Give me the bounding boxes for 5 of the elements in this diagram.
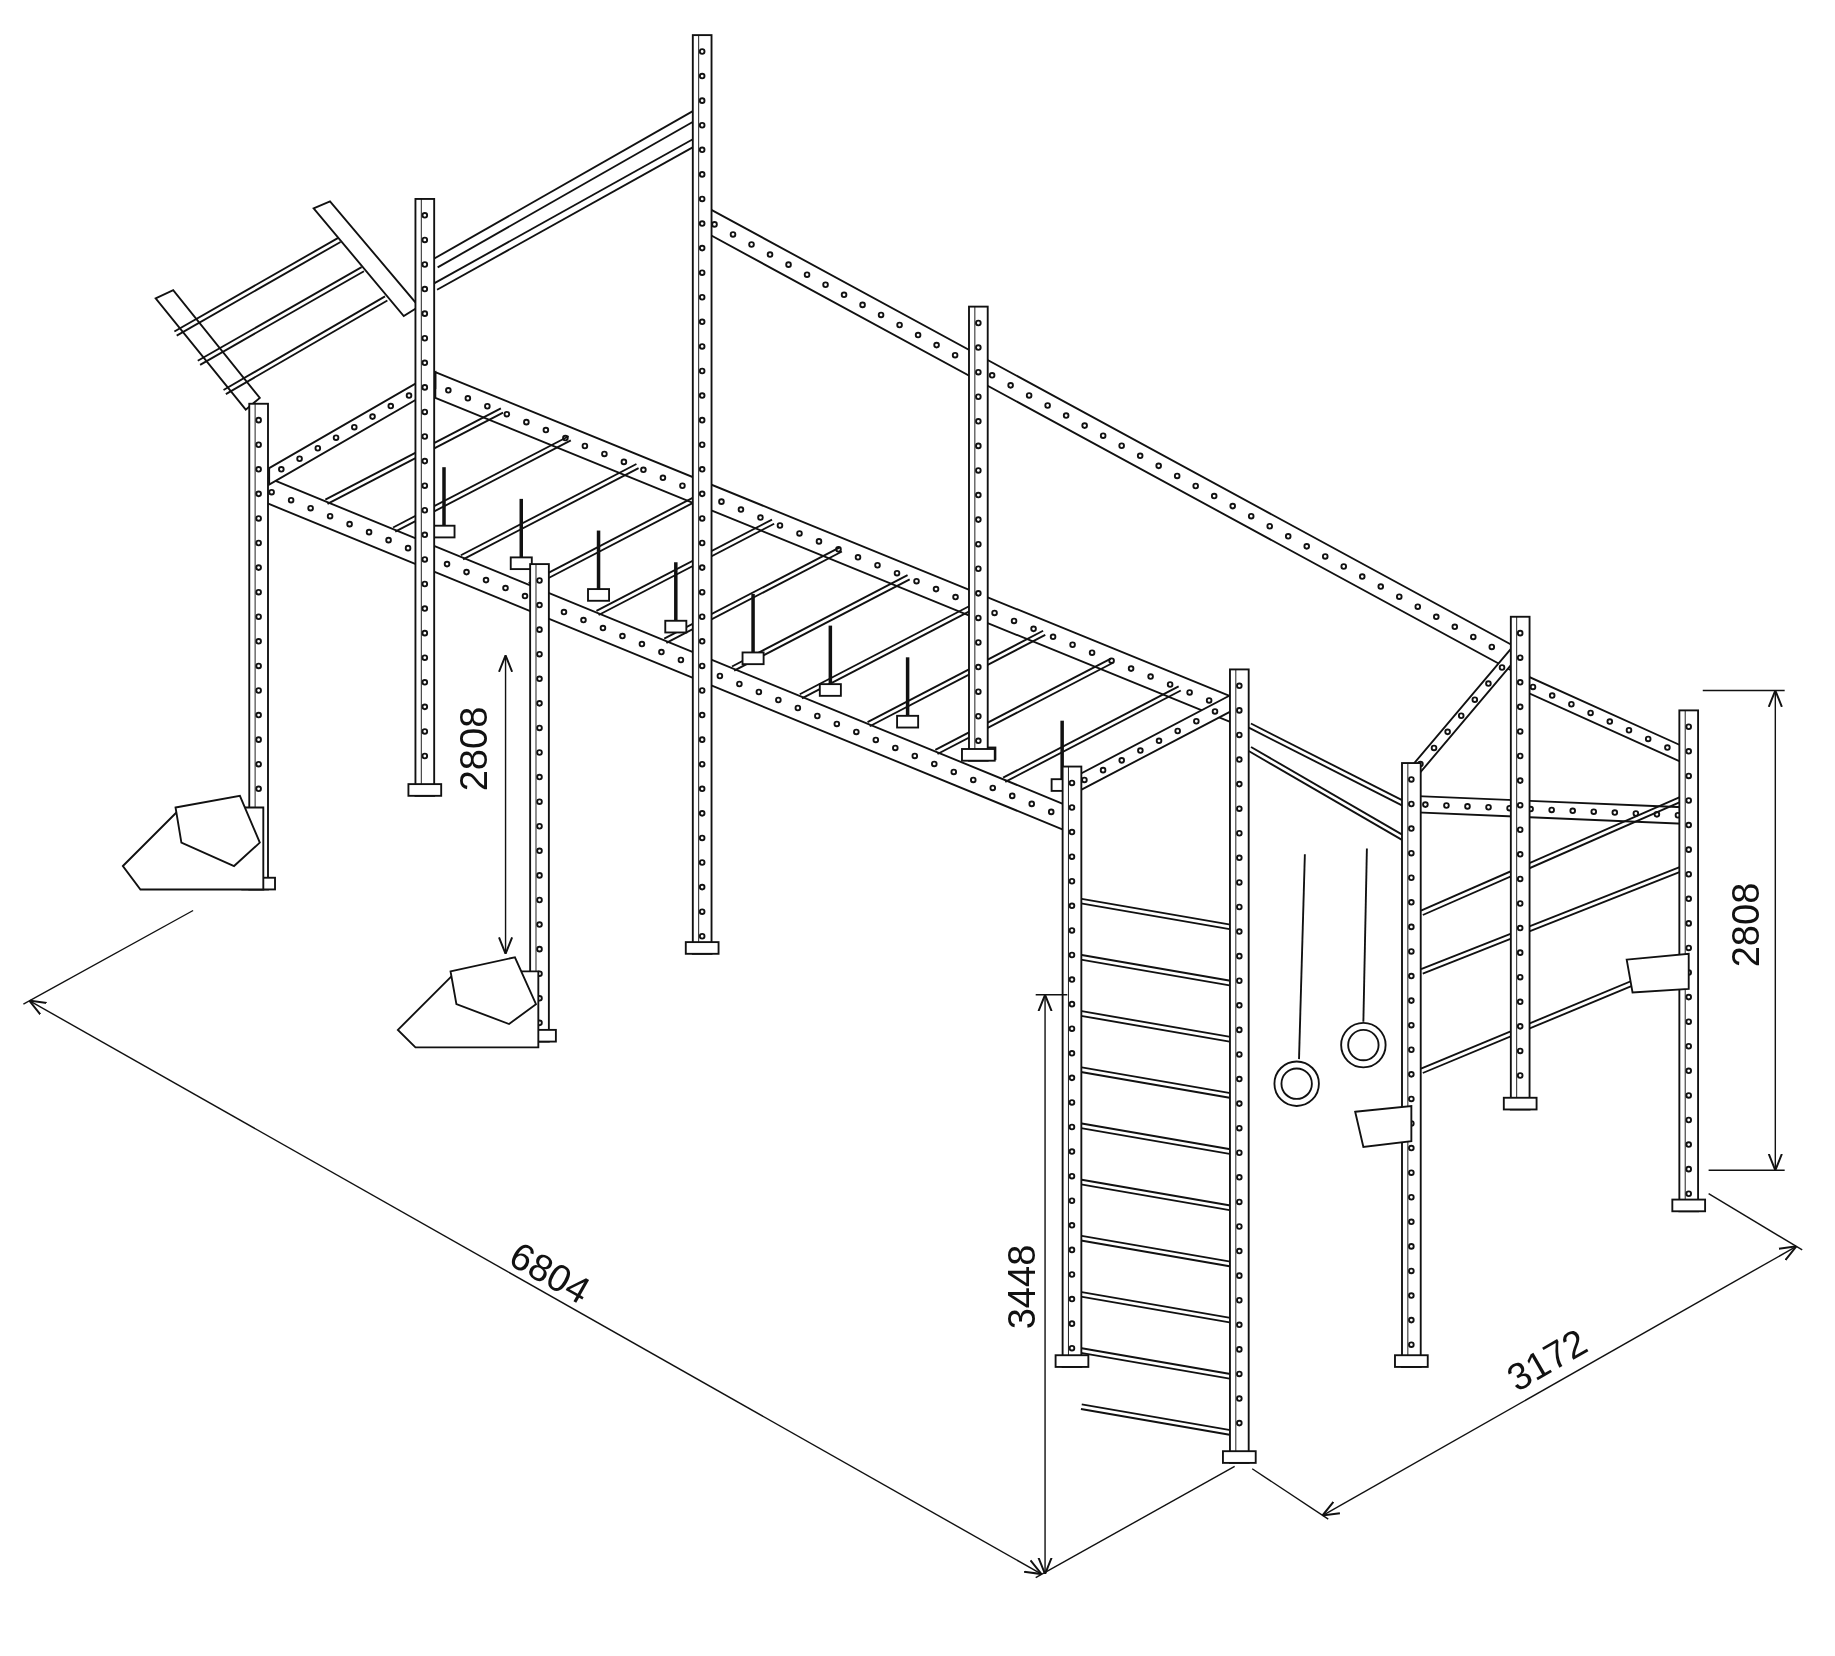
dimension-label: 3448 <box>1002 1245 1041 1330</box>
dimension-label: 6804 <box>503 1235 597 1311</box>
dimension-label: 2808 <box>454 706 493 792</box>
dimension-label: 3172 <box>1501 1322 1594 1398</box>
dimension-label: 2808 <box>1727 882 1766 967</box>
